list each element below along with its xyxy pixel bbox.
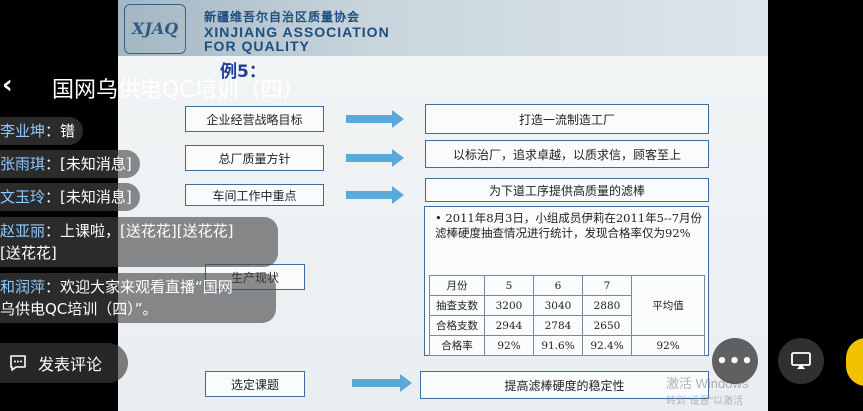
box-high-quality-filter: 为下道工序提供高质量的滤棒	[425, 178, 709, 202]
chat-user: 张雨琪	[0, 155, 46, 173]
chat-user: 李业坤	[0, 122, 46, 140]
association-name-en-2: FOR QUALITY	[204, 38, 310, 54]
table-cell: 2784	[533, 315, 583, 336]
table-cell: 91.6%	[533, 335, 583, 356]
chat-user: 文玉玲	[0, 188, 46, 206]
table-cell: 6	[533, 275, 583, 296]
comment-label: 发表评论	[38, 355, 103, 374]
chat-sep: ：	[45, 155, 61, 173]
chat-message: 赵亚丽：上课啦，[送花花][送花花] [送花花]	[0, 217, 278, 267]
arrow-right-icon	[346, 186, 404, 204]
hardness-table: 月份 5 6 7 平均值 抽查支数 3200 3040 2880 合格支数 29…	[429, 275, 705, 356]
screen-cast-icon	[791, 352, 811, 369]
chat-text: 欢迎大家来观看直播“国网	[60, 278, 233, 296]
chat-message: 和润萍：欢迎大家来观看直播“国网 乌供电QC培训（四）”。	[0, 273, 276, 323]
gift-button[interactable]	[846, 338, 863, 386]
table-row: 合格率 92% 91.6% 92.4% 92%	[429, 335, 705, 356]
chat-message: 张雨琪：[未知消息]	[0, 150, 140, 178]
more-dots-icon: •••	[716, 350, 754, 372]
arrow-right-icon	[346, 149, 404, 167]
comment-icon	[10, 355, 26, 371]
chat-message: 李业坤：镨	[0, 117, 84, 145]
table-avg-value: 92%	[631, 335, 705, 356]
cast-button[interactable]	[778, 338, 824, 384]
chat-user: 赵亚丽	[0, 222, 46, 240]
table-cell: 2880	[582, 295, 632, 316]
status-bullet-text: • 2011年8月3日，小组成员伊莉在2011年5--7月份滤棒硬度抽查情况进行…	[435, 211, 703, 240]
table-cell: 3040	[533, 295, 583, 316]
box-selected-topic: 选定课题	[205, 371, 305, 397]
chat-text: 镨	[60, 122, 76, 140]
chat-text: 上课啦，[送花花][送花花]	[60, 222, 234, 240]
association-name: 新疆维吾尔自治区质量协会 XINJIANG ASSOCIATION FOR QU…	[204, 8, 390, 53]
table-cell: 合格率	[429, 335, 485, 356]
chat-text: 乌供电QC培训（四）”。	[0, 300, 158, 318]
chat-sep: ：	[45, 122, 61, 140]
association-logo: XJAQ	[124, 4, 186, 54]
table-cell: 合格支数	[429, 315, 485, 336]
table-cell: 月份	[429, 275, 485, 296]
table-cell: 5	[484, 275, 534, 296]
table-row: 月份 5 6 7 平均值	[429, 275, 705, 336]
chat-text: [未知消息]	[60, 155, 132, 173]
arrow-right-icon	[352, 374, 412, 392]
chat-message: 文玉玲：[未知消息]	[0, 183, 140, 211]
arrow-right-icon	[346, 110, 404, 128]
table-cell: 2944	[484, 315, 534, 336]
table-cell: 7	[582, 275, 632, 296]
box-improve-stability: 提高滤棒硬度的稳定性	[420, 371, 709, 399]
windows-watermark-sub: 转到"设置"以激活 Windows。	[666, 396, 744, 407]
box-strategy-goal: 企业经营战略目标	[185, 106, 324, 132]
box-world-class-factory: 打造一流制造工厂	[425, 104, 709, 134]
chat-text: [未知消息]	[60, 188, 132, 206]
chat-sep: ：	[45, 278, 61, 296]
table-cell: 3200	[484, 295, 534, 316]
example-heading: 例5：	[220, 62, 266, 82]
table-row: 合格支数 2944 2784 2650	[429, 315, 705, 336]
slide-banner: XJAQ 新疆维吾尔自治区质量协会 XINJIANG ASSOCIATION F…	[118, 0, 768, 56]
more-button[interactable]: •••	[712, 338, 758, 384]
box-policy-detail: 以标治厂，追求卓越，以质求信，顾客至上	[425, 140, 709, 168]
chat-sep: ：	[45, 222, 61, 240]
chat-sep: ：	[45, 188, 61, 206]
table-cell: 2650	[582, 315, 632, 336]
table-cell: 92%	[484, 335, 534, 356]
comment-button[interactable]: 发表评论	[0, 343, 128, 383]
table-avg-label: 平均值	[631, 275, 705, 336]
status-detail-box: • 2011年8月3日，小组成员伊莉在2011年5--7月份滤棒硬度抽查情况进行…	[424, 206, 709, 356]
chat-text: [送花花]	[0, 244, 57, 262]
status-bullet-content: 2011年8月3日，小组成员伊莉在2011年5--7月份滤棒硬度抽查情况进行统计…	[435, 211, 703, 240]
slide-view: XJAQ 新疆维吾尔自治区质量协会 XINJIANG ASSOCIATION F…	[118, 0, 768, 411]
table-row: 抽查支数 3200 3040 2880	[429, 295, 705, 316]
page-title: 国网乌供电QC培训（四）	[52, 78, 305, 103]
box-quality-policy: 总厂质量方针	[185, 145, 324, 171]
chat-user: 和润萍	[0, 278, 46, 296]
box-workshop-focus: 车间工作中重点	[185, 184, 324, 206]
association-name-cn: 新疆维吾尔自治区质量协会	[204, 10, 361, 24]
table-cell: 92.4%	[582, 335, 632, 356]
table-cell: 抽查支数	[429, 295, 485, 316]
association-name-en-1: XINJIANG ASSOCIATION	[204, 24, 390, 40]
back-arrow-icon[interactable]: ‹	[2, 70, 13, 100]
